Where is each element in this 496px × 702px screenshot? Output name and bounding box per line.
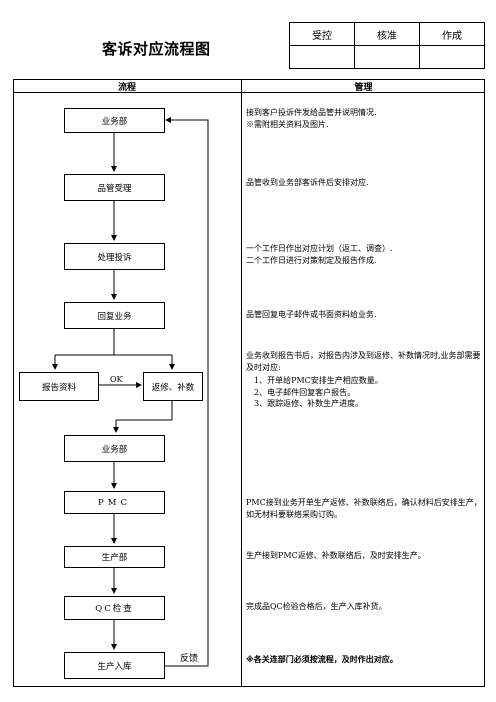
approval-cell-approved[interactable]	[354, 45, 420, 69]
flow-node-warehouse[interactable]: 生产入库	[64, 652, 165, 679]
note-step-5: 业务收到报告书后，对报告内涉及到返修、补数情况时,业务部需要及时对应: 1、开单…	[246, 350, 482, 410]
flow-node-rework[interactable]: 返修、补数	[143, 372, 203, 401]
flow-node-qc[interactable]: QC检查	[64, 596, 165, 620]
note-step-8: 完成品QC检验合格后，生产入库补货。	[246, 601, 482, 613]
page-title: 客诉对应流程图	[102, 40, 211, 58]
main-frame	[13, 79, 485, 687]
note-1-line-1: 接到客户投诉件发给品管并说明情况.	[246, 108, 377, 117]
approval-header-approved: 核准	[354, 22, 420, 46]
arrow-feedback-loop	[165, 117, 209, 667]
note-3-line-1: 一个工作日作出对应计划（返工、调查）.	[246, 244, 393, 253]
note-5-item-2: 2、电子邮件回复客户报告。	[254, 387, 356, 397]
flow-node-qa-receive[interactable]: 品管受理	[64, 174, 165, 201]
approval-cell-controlled[interactable]	[289, 45, 355, 69]
flow-node-report[interactable]: 报告资料	[19, 372, 99, 401]
ok-label: OK	[110, 375, 123, 384]
note-3-line-2: 二个工作日进行对策制定及报告作成.	[246, 255, 377, 265]
approval-header-prepared: 作成	[419, 22, 485, 46]
note-6-line-1: PMC接到业务开单生产返修、补数联络后，确认材料后安排生产，如无材料要联络采购订…	[246, 498, 482, 519]
approval-cell-prepared[interactable]	[419, 45, 485, 69]
feedback-label: 反馈	[180, 654, 199, 664]
header-divider	[13, 92, 485, 93]
note-step-3: 一个工作日作出对应计划（返工、调查）. 二个工作日进行对策制定及报告作成.	[246, 243, 482, 266]
note-5-item-3: 3、跟踪返修、补数生产进度。	[254, 399, 364, 408]
note-step-4: 品管回复电子邮件或书面资料给业务.	[246, 309, 482, 321]
approval-table: 受控 核准 作成	[289, 22, 485, 69]
note-step-2: 品管收到业务部客诉件后安排对应.	[246, 177, 482, 189]
note-mandatory: ※各关连部门必须按流程，及时作出对应。	[246, 655, 398, 664]
note-5-item-1: 1、开单给PMC安排生产相应数量。	[254, 376, 383, 385]
flow-node-reply-sales[interactable]: 回复业务	[64, 302, 165, 329]
flow-node-sales-2[interactable]: 业务部	[64, 435, 165, 462]
approval-header-controlled: 受控	[289, 22, 355, 46]
note-7-line-1: 生产接到PMC返修、补数联络后，及时安排生产。	[246, 551, 426, 560]
flow-node-production[interactable]: 生产部	[64, 546, 165, 568]
column-header-manage: 管理	[354, 83, 373, 93]
flow-node-pmc[interactable]: PMC	[64, 491, 165, 514]
note-step-6: PMC接到业务开单生产返修、补数联络后，确认材料后安排生产，如无材料要联络采购订…	[246, 497, 482, 520]
column-header-flow: 流程	[117, 83, 136, 93]
note-5-intro: 业务收到报告书后，对报告内涉及到返修、补数情况时,业务部需要及时对应:	[246, 351, 481, 372]
column-divider	[241, 79, 242, 687]
note-step-7: 生产接到PMC返修、补数联络后，及时安排生产。	[246, 550, 482, 562]
note-4-line-1: 品管回复电子邮件或书面资料给业务.	[246, 310, 377, 319]
note-step-1: 接到客户投诉件发给品管并说明情况. ※需附相关资料及图片.	[246, 107, 482, 130]
note-2-line-1: 品管收到业务部客诉件后安排对应.	[246, 178, 369, 187]
flow-node-sales[interactable]: 业务部	[64, 108, 165, 133]
note-8-line-1: 完成品QC检验合格后，生产入库补货。	[246, 602, 387, 611]
note-1-line-2: ※需附相关资料及图片.	[246, 119, 329, 129]
flow-node-handle-complaint[interactable]: 处理投诉	[64, 243, 165, 270]
